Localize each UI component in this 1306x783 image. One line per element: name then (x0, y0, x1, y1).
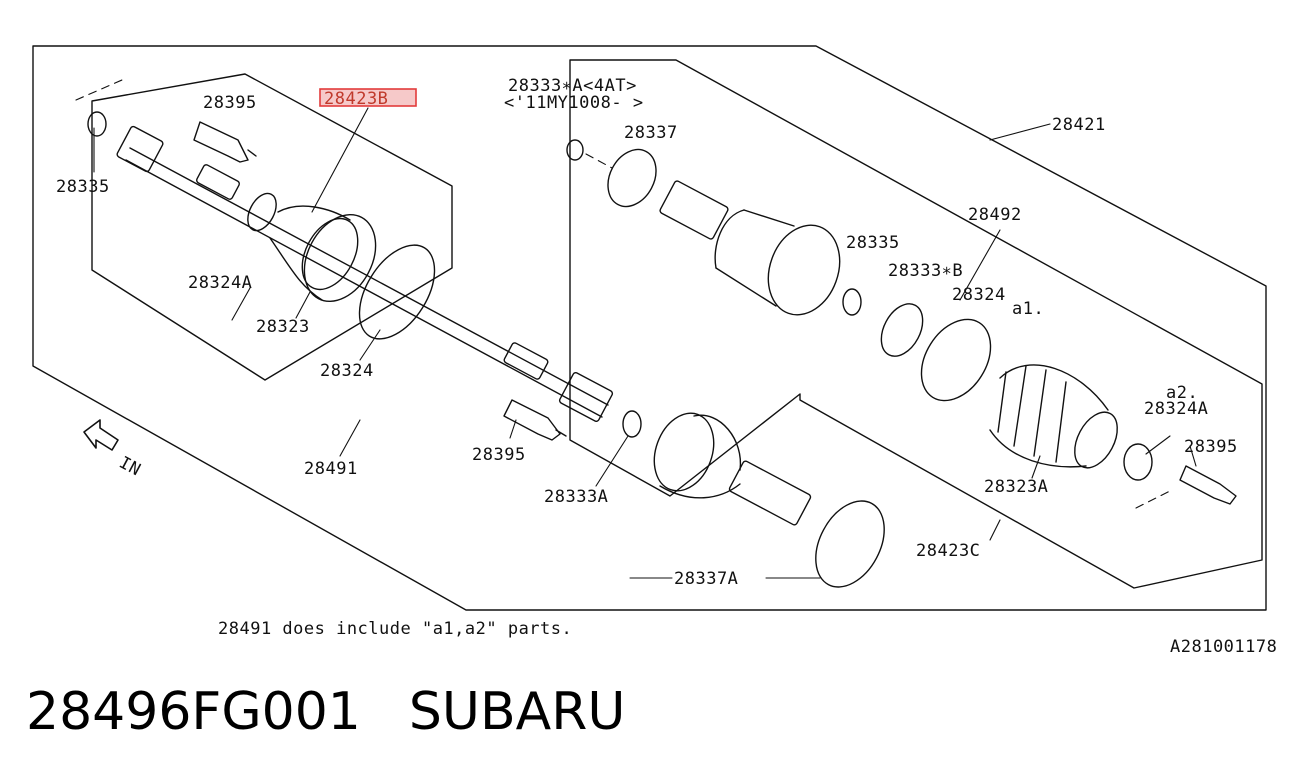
circlip-28333A-lower (622, 410, 642, 438)
label-28323A: 28323A (984, 477, 1048, 497)
leader-lines (75, 79, 1197, 579)
damper-top (193, 121, 257, 163)
label-28337A: 28337A (674, 569, 738, 589)
shaft-assembly-frame (91, 73, 453, 381)
inner-cv-joint (659, 180, 841, 316)
circlip-28335 (842, 288, 862, 316)
left-boot (247, 192, 377, 303)
label-28324-mid: 28324 (320, 361, 374, 381)
label-28324-right: 28324 (952, 285, 1006, 305)
label-28395-top: 28395 (203, 93, 257, 113)
label-28337: 28337 (624, 123, 678, 143)
seal-28337 (607, 148, 657, 208)
outer-frame (32, 45, 1267, 611)
label-28324A-right: 28324A (1144, 399, 1208, 419)
label-28423B: 28423B (324, 89, 388, 109)
brand-name: SUBARU (408, 682, 626, 742)
label-28335-mid: 28335 (846, 233, 900, 253)
band-28324A (1123, 443, 1153, 481)
label-28333A: 28333A (544, 487, 608, 507)
label-28423C: 28423C (916, 541, 980, 561)
circlip-28333B (880, 303, 924, 357)
label-28323: 28323 (256, 317, 310, 337)
label-28324A-left: 28324A (188, 273, 252, 293)
label-28421: 28421 (1052, 115, 1106, 135)
footer-title: 28496FG001 SUBARU (26, 682, 625, 742)
label-28333B: 28333∗B (888, 261, 963, 281)
label-a1: a1. (1012, 299, 1044, 319)
right-joint-frame (569, 59, 1263, 589)
left-boot-band (358, 244, 436, 340)
diagram-code: A281001178 (1170, 637, 1277, 657)
label-in: IN (116, 453, 144, 481)
direction-arrow (83, 419, 119, 451)
damper-mid (503, 399, 567, 441)
seal-28337A (815, 500, 885, 588)
label-28395-right: 28395 (1184, 437, 1238, 457)
label-28333A-4AT: 28333∗A<4AT> (508, 76, 637, 96)
label-a2: a2. (1166, 383, 1198, 403)
left-circlip (87, 111, 107, 137)
damper-28395-right (1179, 465, 1237, 505)
diagram-note: 28491 does include "a1,a2" parts. (218, 619, 572, 639)
circlip-28333A (566, 139, 584, 161)
label-28335-left: 28335 (56, 177, 110, 197)
label-11MY: <'11MY1008- > (504, 93, 644, 113)
axle-shaft (116, 125, 614, 422)
highlight-box (319, 88, 417, 107)
part-number: 28496FG001 (26, 682, 361, 742)
label-28492: 28492 (968, 205, 1022, 225)
label-28395-mid: 28395 (472, 445, 526, 465)
boot-band-28324 (920, 318, 992, 402)
outer-boot (989, 364, 1118, 469)
label-28491: 28491 (304, 459, 358, 479)
outer-cv-joint (653, 412, 812, 526)
